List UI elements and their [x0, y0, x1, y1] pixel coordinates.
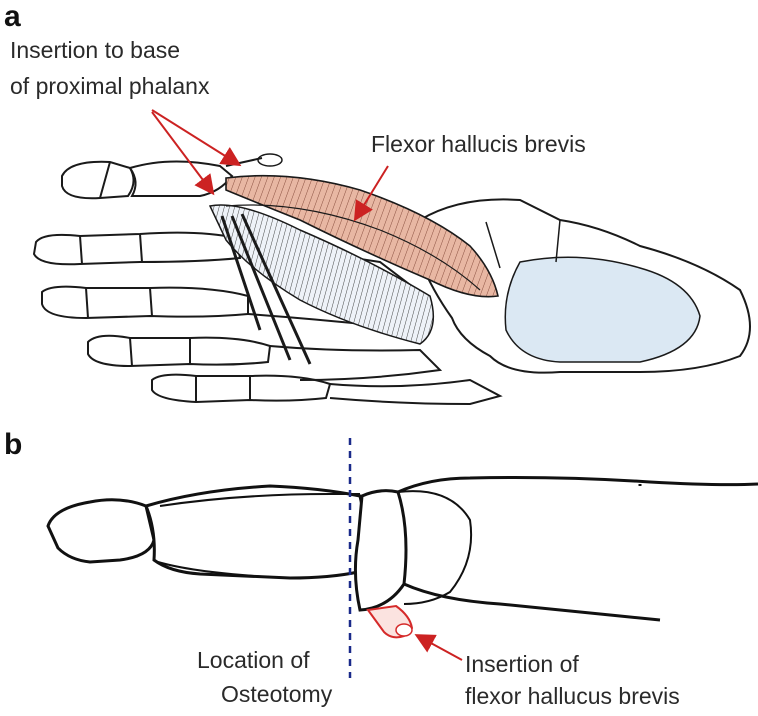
fifth-toe	[152, 375, 330, 402]
fhb-insertion-marker	[368, 606, 412, 637]
second-toe	[34, 233, 240, 265]
insertion-stub	[258, 154, 282, 166]
fourth-toe	[88, 336, 270, 366]
panel-b-toe	[48, 478, 758, 621]
hallux-proximal-phalanx	[130, 161, 232, 196]
first-metatarsal	[398, 478, 758, 621]
arrow-insertion-upper	[152, 110, 238, 164]
distal-phalanx	[48, 500, 154, 562]
proximal-phalanx	[146, 486, 364, 578]
arrow-fhb-insertion	[418, 636, 462, 660]
metatarsal-head	[355, 491, 406, 610]
third-toe	[42, 287, 248, 318]
hallux-distal-phalanx	[62, 162, 134, 198]
